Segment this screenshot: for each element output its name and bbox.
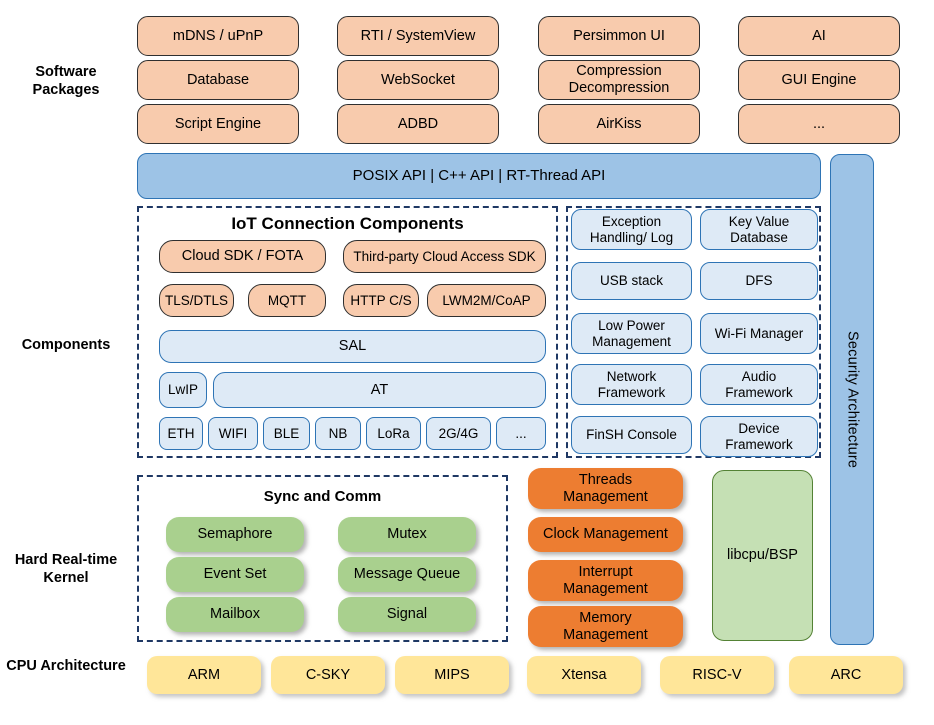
iot-link-box[interactable]: ETH (159, 417, 203, 450)
kernel-management-box[interactable]: Interrupt Management (528, 560, 683, 601)
cpu-architecture-box[interactable]: ARM (147, 656, 261, 694)
cpu-architecture-box[interactable]: ARC (789, 656, 903, 694)
iot-protocol-box[interactable]: HTTP C/S (343, 284, 419, 317)
iot-connection-components-container (137, 206, 558, 458)
cpu-architecture-box[interactable]: Xtensa (527, 656, 641, 694)
component-box[interactable]: FinSH Console (571, 416, 692, 454)
package-box[interactable]: GUI Engine (738, 60, 900, 100)
kernel-sync-box[interactable]: Mutex (338, 517, 476, 552)
libcpu-bsp-box[interactable]: libcpu/BSP (712, 470, 813, 641)
iot-link-box[interactable]: 2G/4G (426, 417, 491, 450)
component-box[interactable]: Device Framework (700, 416, 818, 457)
kernel-sync-box[interactable]: Message Queue (338, 557, 476, 592)
kernel-sync-box[interactable]: Semaphore (166, 517, 304, 552)
iot-link-box[interactable]: NB (315, 417, 361, 450)
security-architecture-column[interactable]: Security Architecture (830, 154, 874, 645)
row-label-components: Components (21, 337, 111, 353)
cpu-architecture-box[interactable]: RISC-V (660, 656, 774, 694)
sync-and-comm-container (137, 475, 508, 642)
row-label-cpu: CPU Architecture (6, 658, 126, 674)
kernel-sync-box[interactable]: Signal (338, 597, 476, 632)
security-architecture-label: Security Architecture (844, 330, 861, 469)
component-box[interactable]: Wi-Fi Manager (700, 313, 818, 354)
package-box[interactable]: Compression Decompression (538, 60, 700, 100)
iot-link-box[interactable]: LoRa (366, 417, 421, 450)
package-box[interactable]: Database (137, 60, 299, 100)
component-box[interactable]: USB stack (571, 262, 692, 300)
iot-cloud-sdk-box[interactable]: Cloud SDK / FOTA (159, 240, 326, 273)
component-box[interactable]: DFS (700, 262, 818, 300)
iot-connection-components-title: IoT Connection Components (231, 214, 464, 233)
row-label-software-packages: Software Packages (32, 64, 100, 99)
row-label-kernel: Hard Real-time Kernel (14, 552, 118, 587)
iot-sal-box[interactable]: SAL (159, 330, 546, 363)
component-box[interactable]: Key Value Database (700, 209, 818, 250)
kernel-sync-box[interactable]: Mailbox (166, 597, 304, 632)
sync-and-comm-title: Sync and Comm (263, 488, 382, 505)
kernel-management-box[interactable]: Memory Management (528, 606, 683, 647)
package-box[interactable]: Script Engine (137, 104, 299, 144)
component-box[interactable]: Audio Framework (700, 364, 818, 405)
iot-thirdparty-sdk-box[interactable]: Third-party Cloud Access SDK (343, 240, 546, 273)
iot-link-box[interactable]: WIFI (208, 417, 258, 450)
cpu-architecture-box[interactable]: MIPS (395, 656, 509, 694)
api-layer-bar[interactable]: POSIX API | C++ API | RT-Thread API (137, 153, 821, 199)
package-box[interactable]: ADBD (337, 104, 499, 144)
iot-link-box[interactable]: ... (496, 417, 546, 450)
iot-link-box[interactable]: BLE (263, 417, 310, 450)
iot-protocol-box[interactable]: LWM2M/CoAP (427, 284, 546, 317)
component-box[interactable]: Exception Handling/ Log (571, 209, 692, 250)
iot-at-box[interactable]: AT (213, 372, 546, 408)
component-box[interactable]: Network Framework (571, 364, 692, 405)
package-box[interactable]: AirKiss (538, 104, 700, 144)
components-right-container (566, 206, 821, 458)
package-box[interactable]: AI (738, 16, 900, 56)
package-box[interactable]: Persimmon UI (538, 16, 700, 56)
cpu-architecture-box[interactable]: C-SKY (271, 656, 385, 694)
package-box[interactable]: ... (738, 104, 900, 144)
iot-protocol-box[interactable]: MQTT (248, 284, 326, 317)
package-box[interactable]: RTI / SystemView (337, 16, 499, 56)
kernel-management-box[interactable]: Clock Management (528, 517, 683, 552)
component-box[interactable]: Low Power Management (571, 313, 692, 354)
kernel-sync-box[interactable]: Event Set (166, 557, 304, 592)
iot-protocol-box[interactable]: TLS/DTLS (159, 284, 234, 317)
package-box[interactable]: mDNS / uPnP (137, 16, 299, 56)
kernel-management-box[interactable]: Threads Management (528, 468, 683, 509)
iot-lwip-box[interactable]: LwIP (159, 372, 207, 408)
package-box[interactable]: WebSocket (337, 60, 499, 100)
